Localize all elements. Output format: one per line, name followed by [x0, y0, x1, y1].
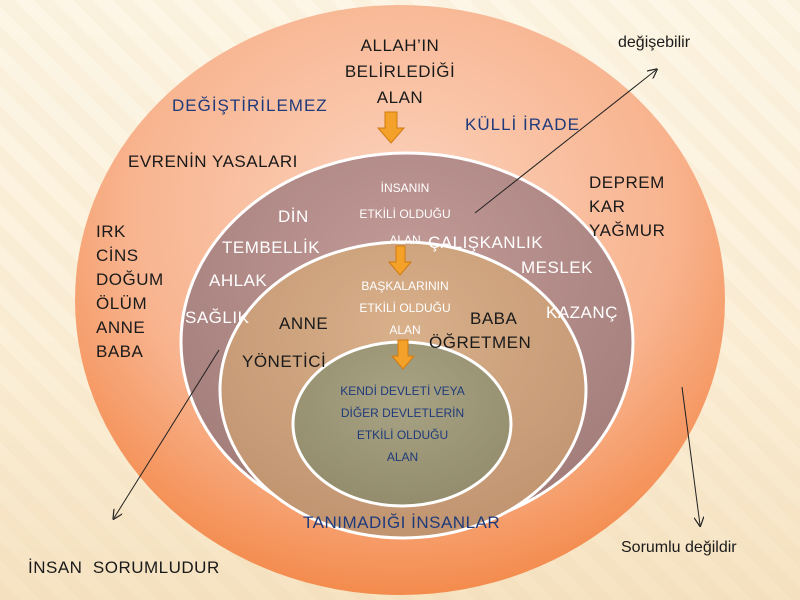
laziness-label: TEMBELLİK	[222, 238, 321, 257]
second-top-label: İNSANIN ETKİLİ OLDUĞU ALAN	[340, 175, 470, 253]
inner-label-line-3: ETKİLİ OLDUĞU	[356, 428, 449, 442]
outer-top-label-line-1: ALLAH’IN	[360, 36, 440, 55]
second-top-label-line-2: ETKİLİ OLDUĞU	[359, 207, 451, 221]
left-list-item: ÖLÜM	[96, 294, 148, 313]
strangers-label: TANIMADIĞI İNSANLAR	[303, 513, 501, 532]
universal-will-label: KÜLLİ İRADE	[465, 115, 580, 134]
earnings-label: KAZANÇ	[546, 303, 618, 322]
down-arrow-2	[387, 245, 413, 276]
diligence-label: ÇALIŞKANLIK	[428, 233, 544, 252]
not-responsible-annotation: Sorumlu değildir	[621, 539, 737, 556]
down-arrow-1	[376, 111, 406, 144]
right-list-item: DEPREM	[589, 173, 665, 192]
left-list-item: BABA	[96, 342, 144, 361]
changeable-annotation: değişebilir	[618, 34, 691, 51]
unchangeable-label: DEĞİŞTİRİLEMEZ	[172, 96, 328, 115]
left-list-item: ANNE	[96, 318, 146, 337]
third-top-label: BAŞKALARININ ETKİLİ OLDUĞU ALAN	[335, 275, 475, 341]
outer-top-label-line-2: BELİRLEDİĞİ	[344, 62, 456, 81]
arrow-to-changeable	[474, 70, 656, 214]
outer-left-list: IRK CİNS DOĞUM ÖLÜM ANNE BABA	[96, 220, 164, 364]
profession-label: MESLEK	[521, 258, 593, 277]
outer-top-label-line-3: ALAN	[376, 88, 424, 107]
third-top-label-line-1: BAŞKALARININ	[361, 279, 449, 293]
third-top-label-line-3: ALAN	[389, 323, 421, 337]
second-top-label-line-1: İNSANIN	[380, 181, 430, 195]
left-list-item: DOĞUM	[96, 270, 164, 289]
outer-right-list: DEPREM KAR YAĞMUR	[589, 171, 665, 243]
religion-label: DİN	[278, 207, 309, 226]
manager-label: YÖNETİCİ	[242, 352, 327, 371]
inner-label-line-1: KENDİ DEVLETİ VEYA	[340, 384, 465, 398]
inner-label-line-2: DİĞER DEVLETLERİN	[340, 406, 465, 420]
inner-label: KENDİ DEVLETİ VEYA DİĞER DEVLETLERİN ETK…	[330, 380, 475, 468]
arrow-to-human-responsible	[114, 349, 220, 518]
second-top-label-line-3: ALAN	[389, 233, 421, 247]
third-top-label-line-2: ETKİLİ OLDUĞU	[359, 301, 451, 315]
outer-top-label: ALLAH’IN BELİRLEDİĞİ ALAN	[335, 33, 465, 111]
arrow-to-not-responsible	[681, 386, 700, 525]
left-list-item: CİNS	[96, 246, 139, 265]
right-list-item: YAĞMUR	[589, 221, 666, 240]
father-label: BABA	[470, 309, 518, 328]
human-responsible-annotation: İNSAN SORUMLUDUR	[28, 558, 220, 577]
health-label: SAĞLIK	[185, 308, 250, 327]
inner-label-line-4: ALAN	[386, 450, 419, 464]
down-arrow-3	[390, 339, 416, 370]
laws-of-universe-label: EVRENİN YASALARI	[128, 152, 298, 171]
teacher-label: ÖĞRETMEN	[429, 333, 532, 352]
right-list-item: KAR	[589, 197, 626, 216]
mother-label: ANNE	[279, 314, 329, 333]
morality-label: AHLAK	[209, 271, 268, 290]
left-list-item: IRK	[96, 222, 126, 241]
